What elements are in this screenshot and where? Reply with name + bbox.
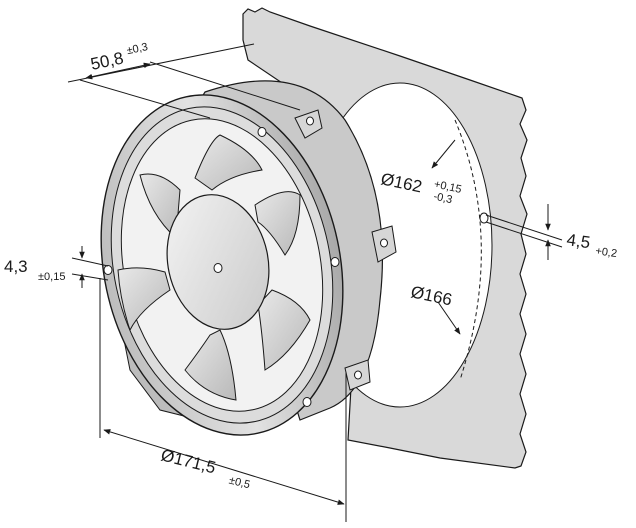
- hub-center: [213, 263, 223, 273]
- mounting-ears: [103, 109, 397, 407]
- fan-blades: [117, 134, 311, 401]
- svg-text:±0,15: ±0,15: [38, 271, 65, 283]
- svg-text:±0,3: ±0,3: [126, 41, 149, 57]
- svg-text:4,5: 4,5: [565, 230, 591, 252]
- svg-text:+0,2: +0,2: [595, 245, 618, 260]
- dimension-lines: [67, 43, 563, 522]
- mount-hole: [479, 212, 489, 224]
- svg-text:+0,15: +0,15: [433, 178, 463, 196]
- dim-screw: 4,3 ±0,15: [4, 257, 65, 283]
- svg-text:Ø171,5: Ø171,5: [159, 445, 218, 477]
- fan-hub: [166, 194, 270, 330]
- bolt-circle-dashed: [454, 119, 482, 381]
- dim-depth: 50,8 ±0,3: [89, 41, 149, 74]
- svg-text:50,8: 50,8: [89, 48, 125, 73]
- svg-text:4,3: 4,3: [4, 257, 28, 276]
- svg-text:±0,5: ±0,5: [228, 475, 252, 492]
- dim-outer: Ø171,5 ±0,5: [159, 445, 252, 492]
- svg-text:-0,3: -0,3: [432, 191, 453, 207]
- dim-mount-hole: 4,5 +0,2: [565, 230, 618, 260]
